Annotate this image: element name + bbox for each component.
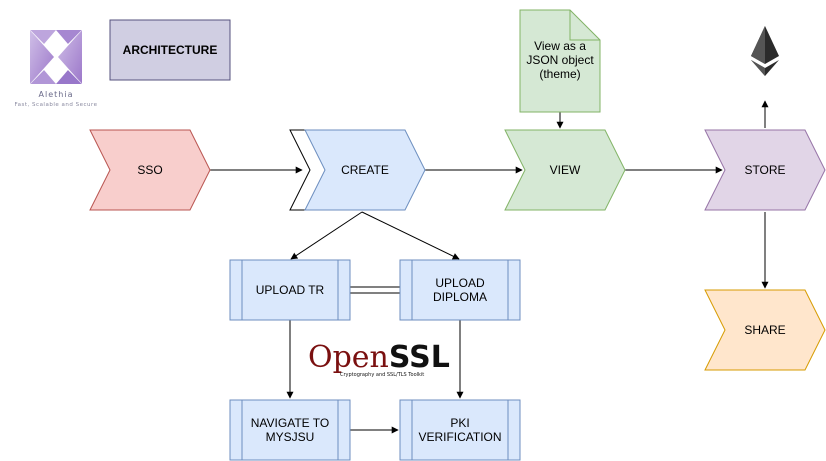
upload-tr-label: UPLOAD TR — [256, 283, 325, 297]
navigate-label-line-1: NAVIGATE TO — [251, 416, 329, 430]
json-note-line-2: JSON object — [526, 53, 594, 67]
ethereum-icon — [751, 26, 779, 76]
view-step[interactable] — [504, 129, 626, 211]
openssl-tagline: Cryptography and SSL/TLS Toolkit — [340, 372, 424, 378]
alethia-logo-icon — [29, 29, 83, 85]
upload-tr-process[interactable] — [229, 259, 351, 321]
store-step[interactable] — [704, 129, 826, 211]
sso-step[interactable] — [89, 129, 211, 211]
json-note-fold — [569, 10, 600, 41]
pki-label-line-2: VERIFICATION — [418, 430, 501, 444]
architecture-label: ARCHITECTURE — [123, 43, 218, 57]
sso-label: SSO — [137, 163, 162, 177]
connector-create-upload-diploma — [361, 211, 460, 260]
navigate-label-line-2: MYSJSU — [266, 430, 315, 444]
view-label: VIEW — [550, 163, 581, 177]
logo-tagline: Fast, Scalable and Secure — [15, 102, 98, 108]
share-step[interactable] — [704, 289, 826, 371]
openssl-logo: OpenSSL Cryptography and SSL/TLS Toolkit — [308, 340, 450, 378]
store-label: STORE — [744, 163, 785, 177]
json-note[interactable] — [519, 9, 601, 113]
upload-diploma-process[interactable] — [399, 259, 521, 321]
openssl-open-text: Open — [308, 340, 389, 375]
upload-diploma-label-line-2: DIPLOMA — [433, 290, 487, 304]
connector-create-upload-tr — [290, 211, 363, 260]
architecture-box[interactable] — [109, 19, 231, 81]
openssl-ssl-text: SSL — [389, 340, 450, 375]
json-note-line-1: View as a — [534, 39, 586, 53]
create-label: CREATE — [341, 163, 389, 177]
pki-verification-process[interactable] — [399, 399, 521, 461]
svg-text:OpenSSL: OpenSSL — [308, 340, 450, 375]
pki-label-line-1: PKI — [450, 416, 469, 430]
create-step[interactable] — [304, 129, 426, 211]
logo-name: Alethia — [39, 90, 74, 99]
json-note-line-3: (theme) — [539, 67, 580, 81]
navigate-mysjsu-process[interactable] — [229, 399, 351, 461]
share-label: SHARE — [744, 323, 785, 337]
upload-diploma-label-line-1: UPLOAD — [435, 276, 485, 290]
